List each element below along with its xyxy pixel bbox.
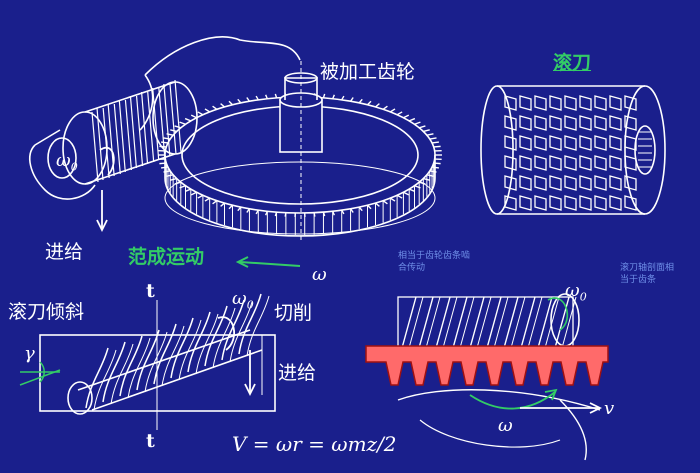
hob-section-note: 滚刀轴剖面相当于齿条: [620, 263, 675, 285]
gamma-label: γ: [24, 343, 35, 364]
rack-equivalence-illustration: [365, 293, 609, 461]
hob-illustration: [480, 85, 666, 215]
hob-omega0-mid: ω0: [232, 288, 254, 312]
gear-omega-top: ω: [312, 264, 327, 285]
hob-omega0-right: ω0: [565, 280, 587, 304]
feed-label-bottom: 进给: [278, 362, 317, 384]
axis-t-top: t: [146, 280, 155, 302]
hob-on-arbor-illustration: [29, 36, 301, 233]
pitch-velocity-formula: V = ωr = ωmz/2: [232, 432, 397, 456]
hob-omega0-top: ω0: [56, 150, 78, 174]
gear-omega-right: ω: [498, 415, 513, 436]
rack-velocity-label: v: [604, 398, 615, 419]
cutting-label: 切削: [274, 302, 313, 324]
hob-label: 滚刀: [553, 52, 592, 74]
feed-label-top: 进给: [45, 241, 84, 263]
tilted-hob-illustration: [19, 293, 276, 430]
axis-t-bottom: t: [146, 430, 155, 452]
workpiece-gear-label: 被加工齿轮: [320, 61, 416, 83]
gear-rotation-arrow: [239, 261, 301, 267]
generating-motion-label: 范成运动: [128, 246, 205, 268]
workpiece-gear-illustration: [158, 60, 442, 240]
gear-mesh-note: 相当于齿轮齿条啮合传动: [398, 251, 471, 273]
hob-tilt-label: 滚刀倾斜: [8, 301, 85, 323]
